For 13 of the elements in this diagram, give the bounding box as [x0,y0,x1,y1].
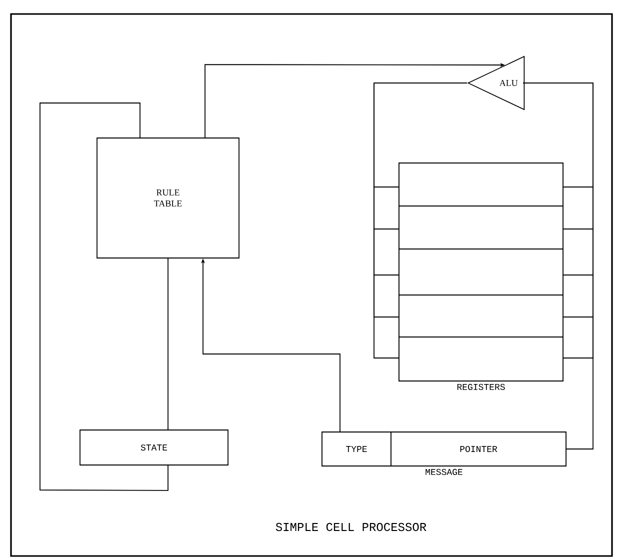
register-row [398,248,564,296]
node-label: MESSAGE [426,468,462,476]
message-field: TYPE [322,432,392,466]
register-row [398,206,564,250]
node-label: REGISTERS [457,384,505,390]
register-row [398,162,564,206]
title: SIMPLE CELL PROCESSOR [276,522,426,532]
connector [522,82,594,450]
register-row [398,294,564,338]
table-box: RULE TABLE [96,138,240,258]
connector [40,102,168,491]
register-row [398,336,564,382]
state-box: STATE [80,430,228,466]
